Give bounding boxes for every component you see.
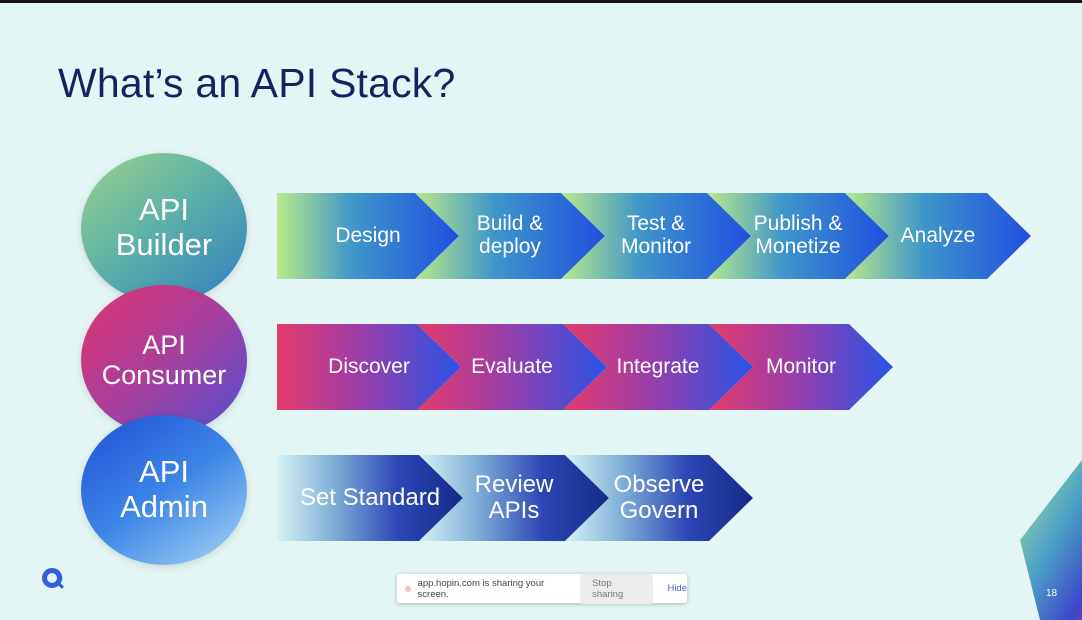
step-label: Publish & xyxy=(753,212,843,236)
step-chevron-set-standard: Set Standard xyxy=(277,455,463,541)
step-label: Design xyxy=(335,223,401,247)
step-label: deploy xyxy=(479,235,541,258)
step-label: Discover xyxy=(328,354,410,378)
persona-circle-consumer: API Consumer xyxy=(81,285,247,435)
slide-title: What’s an API Stack? xyxy=(58,60,456,106)
step-label: Set Standard xyxy=(299,484,441,512)
step-chevron-design: Design xyxy=(277,193,459,279)
persona-label-line1: API xyxy=(139,454,189,490)
step-label: Monitor xyxy=(765,354,837,378)
step-label: Govern xyxy=(619,497,699,524)
step-label: APIs xyxy=(488,497,540,524)
persona-label-line2: Builder xyxy=(115,227,213,262)
persona-label-line1: API xyxy=(142,329,186,360)
brand-logo-icon xyxy=(42,567,64,589)
step-label: Monetize xyxy=(755,235,841,258)
top-edge-bar xyxy=(0,0,1082,3)
recording-dot-icon xyxy=(405,585,411,592)
stop-sharing-button[interactable]: Stop sharing xyxy=(580,573,654,604)
step-chevron-discover: Discover xyxy=(277,324,461,410)
step-label: Monitor xyxy=(620,235,692,258)
step-label: Build & xyxy=(476,212,544,236)
step-label: Analyze xyxy=(900,223,976,247)
step-label: Test & xyxy=(626,212,686,236)
persona-label-line2: Admin xyxy=(120,489,208,524)
share-message: app.hopin.com is sharing your screen. xyxy=(417,577,545,600)
screen-share-notification: app.hopin.com is sharing your screen. St… xyxy=(397,573,687,604)
step-chevron-publish-monetize: Publish &Monetize xyxy=(707,193,889,279)
persona-circle-builder: API Builder xyxy=(81,153,247,303)
step-label: Evaluate xyxy=(471,354,553,378)
step-label: Integrate xyxy=(616,354,700,378)
step-label: Review xyxy=(474,471,554,499)
page-number: 18 xyxy=(1046,588,1058,599)
step-label: Observe xyxy=(613,471,705,499)
decorative-corner-shape xyxy=(1020,460,1082,620)
persona-label-line2: Consumer xyxy=(101,360,227,390)
persona-circle-admin: API Admin xyxy=(81,415,247,565)
hide-button[interactable]: Hide xyxy=(667,583,687,594)
step-chevron-test-monitor: Test &Monitor xyxy=(561,193,751,279)
persona-label-line1: API xyxy=(139,192,189,228)
